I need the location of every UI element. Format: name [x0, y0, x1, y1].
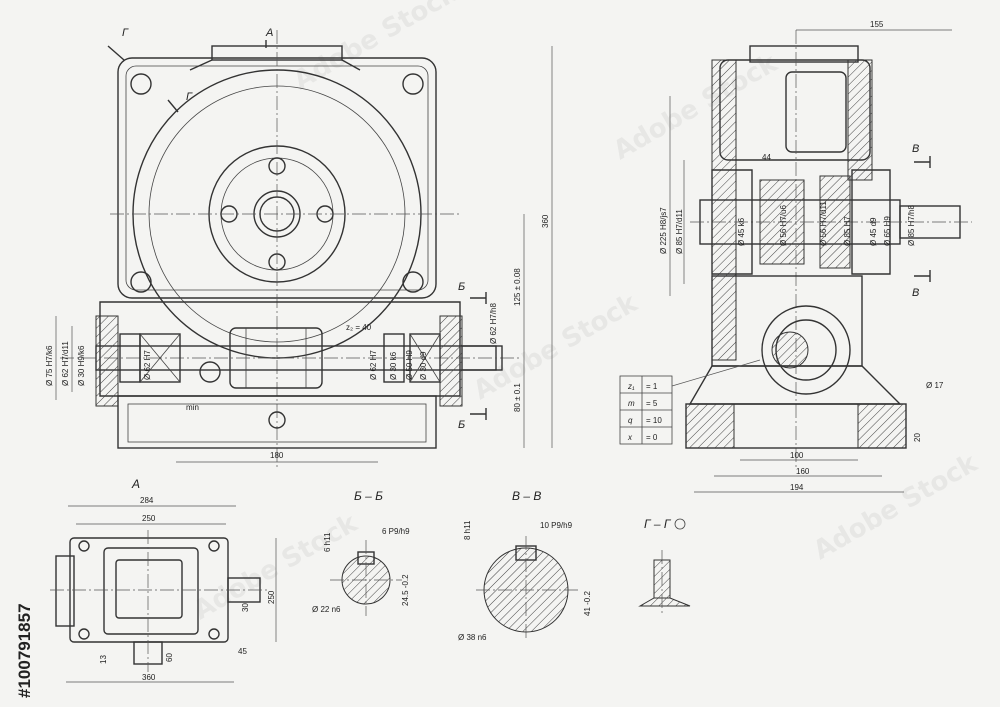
svg-text:41 -0.2: 41 -0.2 — [583, 591, 592, 616]
svg-text:6 P9/h9: 6 P9/h9 — [382, 527, 410, 536]
front-view: А Г Г Б Б Ø 75 H7/k6 Ø 62 H7/d11 Ø 30 H9… — [45, 27, 553, 470]
svg-text:45: 45 — [238, 647, 247, 656]
svg-text:250: 250 — [267, 590, 276, 604]
svg-text:155: 155 — [870, 20, 884, 29]
svg-text:В: В — [912, 143, 919, 155]
svg-text:8 h11: 8 h11 — [463, 520, 472, 540]
svg-text:= 0: = 0 — [646, 433, 658, 442]
svg-text:Ø 62 H7/h8: Ø 62 H7/h8 — [489, 303, 498, 344]
svg-text:Б: Б — [458, 419, 465, 431]
svg-text:24.5 -0.2: 24.5 -0.2 — [401, 574, 410, 606]
svg-text:44: 44 — [762, 153, 771, 162]
svg-text:= 10: = 10 — [646, 416, 662, 425]
svg-text:А: А — [131, 477, 140, 491]
svg-text:10 P9/h9: 10 P9/h9 — [540, 521, 573, 530]
svg-text:q: q — [628, 416, 633, 425]
svg-text:Б: Б — [458, 281, 465, 293]
svg-text:360: 360 — [541, 214, 550, 228]
svg-text:Ø 50 H9: Ø 50 H9 — [405, 350, 414, 380]
svg-text:Ø 56 H7/d11: Ø 56 H7/d11 — [819, 201, 828, 246]
svg-text:В: В — [912, 287, 919, 299]
svg-text:Adobe Stock: Adobe Stock — [289, 0, 464, 96]
svg-text:Ø 62 H7: Ø 62 H7 — [369, 350, 378, 380]
svg-text:Ø 85 H7: Ø 85 H7 — [843, 216, 852, 246]
section-vv: В – В 10 P9/h9 8 h11 41 -0.2 Ø 38 n6 — [458, 489, 592, 642]
svg-text:Ø 75 H7/k6: Ø 75 H7/k6 — [45, 345, 54, 386]
svg-text:Ø 225 H8/js7: Ø 225 H8/js7 — [659, 207, 668, 254]
svg-text:В – В: В – В — [512, 489, 541, 503]
svg-text:100: 100 — [790, 451, 804, 460]
svg-text:А: А — [265, 27, 273, 39]
worm-params-table: z₁ = 1 m = 5 q = 10 x = 0 — [619, 359, 761, 445]
svg-text:Adobe Stock: Adobe Stock — [609, 48, 784, 166]
svg-text:194: 194 — [790, 483, 804, 492]
svg-text:Г: Г — [186, 91, 193, 103]
svg-text:Ø 56 H7/u6: Ø 56 H7/u6 — [779, 205, 788, 246]
svg-text:6 h11: 6 h11 — [323, 532, 332, 552]
svg-text:Ø 45 d9: Ø 45 d9 — [869, 217, 878, 246]
svg-text:Ø 38 n6: Ø 38 n6 — [458, 633, 487, 642]
svg-text:Ø 17: Ø 17 — [926, 381, 944, 390]
svg-text:Ø 30 H9/k6: Ø 30 H9/k6 — [77, 345, 86, 386]
svg-text:30: 30 — [241, 603, 250, 612]
side-view: 155 44 Ø 225 H8/js7 Ø 85 H7/d11 Ø 45 k6 … — [619, 20, 972, 493]
svg-text:284: 284 — [140, 496, 154, 505]
svg-text:x: x — [627, 433, 633, 442]
svg-text:Ø 45 k6: Ø 45 k6 — [737, 217, 746, 246]
svg-text:60: 60 — [165, 653, 174, 662]
svg-text:Г: Г — [122, 27, 129, 39]
svg-text:Ø 62 H7: Ø 62 H7 — [143, 350, 152, 380]
svg-text:Adobe Stock: Adobe Stock — [809, 448, 984, 566]
svg-text:125 ± 0.08: 125 ± 0.08 — [513, 268, 522, 306]
svg-text:180: 180 — [270, 451, 284, 460]
top-view: А 284 250 250 30 13 60 45 360 — [50, 477, 277, 683]
svg-text:Ø 30 d9: Ø 30 d9 — [419, 351, 428, 380]
svg-text:Б – Б: Б – Б — [354, 489, 383, 503]
svg-text:Ø 85 H7/d11: Ø 85 H7/d11 — [675, 209, 684, 254]
svg-text:Ø 85 H7/h8: Ø 85 H7/h8 — [907, 205, 916, 246]
svg-text:m: m — [628, 399, 635, 408]
svg-text:80 ± 0.1: 80 ± 0.1 — [513, 383, 522, 412]
svg-text:Г – Г: Г – Г — [644, 517, 672, 531]
svg-text:Ø 62 H7/d11: Ø 62 H7/d11 — [61, 341, 70, 386]
svg-text:160: 160 — [796, 467, 810, 476]
section-bb: Б – Б 6 P9/h9 6 h11 24.5 -0.2 Ø 22 n6 — [312, 489, 410, 616]
section-gg: Г – Г — [638, 517, 691, 614]
svg-text:Ø 22 n6: Ø 22 n6 — [312, 605, 341, 614]
svg-text:13: 13 — [99, 655, 108, 664]
svg-text:= 5: = 5 — [646, 399, 658, 408]
svg-text:z₁: z₁ — [627, 382, 635, 391]
svg-text:Ø 65 H9: Ø 65 H9 — [883, 216, 892, 246]
svg-text:250: 250 — [142, 514, 156, 523]
svg-text:z₂ = 40: z₂ = 40 — [346, 323, 372, 332]
svg-text:Ø 30 k6: Ø 30 k6 — [389, 351, 398, 380]
stock-id: #100791857 — [15, 603, 34, 698]
svg-text:360: 360 — [142, 673, 156, 682]
svg-text:min: min — [186, 403, 199, 412]
svg-text:= 1: = 1 — [646, 382, 658, 391]
svg-text:20: 20 — [913, 433, 922, 442]
